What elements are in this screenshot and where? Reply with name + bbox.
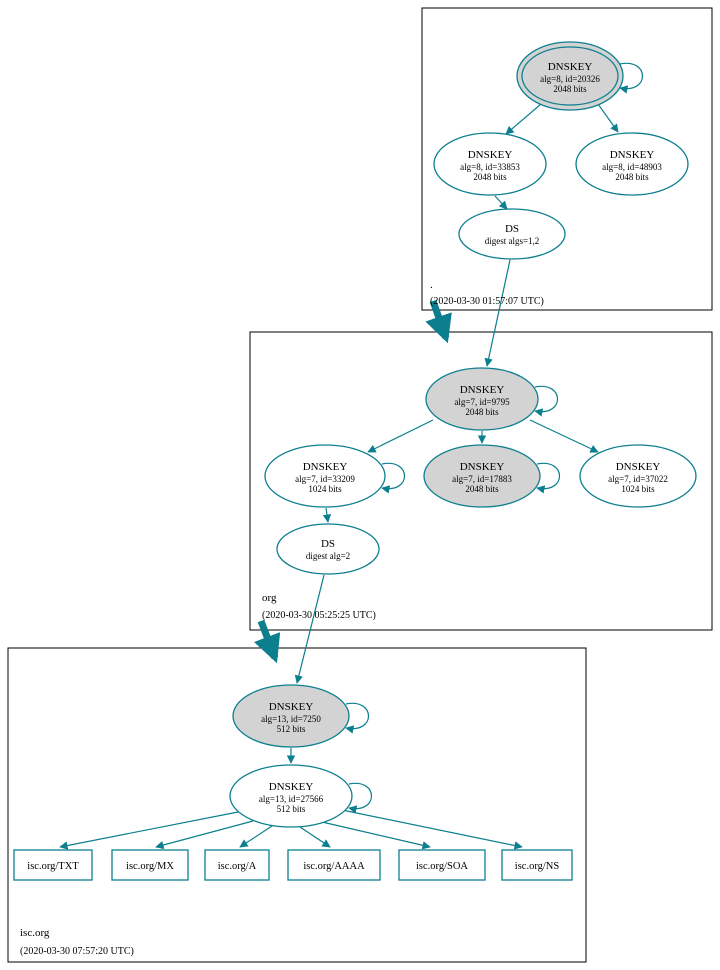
root-ksk-bits: 2048 bits (553, 84, 587, 94)
root-ksk-alg-id: alg=8, id=20326 (540, 74, 600, 84)
edge-org-key1-to-ds (322, 507, 332, 523)
dnskey-node-27566 (229, 764, 353, 828)
zone-timestamp-root: (2020-03-30 01:57:07 UTC) (430, 296, 544, 307)
self-loop-org-key2 (536, 462, 561, 494)
isc-zsk-bits: 512 bits (277, 804, 306, 814)
edge-isc-zsk-to-txt (59, 811, 239, 850)
self-loop-isc-ksk (345, 702, 370, 734)
root-ds-title: DS (505, 223, 519, 235)
rrset-isc-org-mx-label: isc.org/MX (126, 861, 174, 872)
org-key3-title: DNSKEY (616, 461, 661, 473)
dnskey-node-17883 (423, 444, 541, 508)
root-ds-digest: digest algs=1,2 (485, 236, 540, 246)
zone-box-org (249, 331, 713, 631)
edge-isc-zsk-to-soa (321, 821, 431, 850)
dnskey-node-37022 (579, 444, 697, 508)
org-key1-bits: 1024 bits (308, 484, 342, 494)
isc-ksk-title: DNSKEY (269, 701, 314, 713)
org-key2-bits: 2048 bits (465, 484, 499, 494)
dnskey-node-33853 (433, 132, 547, 196)
ds-node-org (458, 208, 566, 260)
root-zsk1-title: DNSKEY (468, 149, 513, 161)
edge-isc-zsk-to-ns (341, 809, 523, 850)
edge-isc-zsk-to-a (239, 825, 273, 848)
edge-root-ksk-to-zsk1 (505, 103, 542, 135)
delegation-arrow-root-to-org (425, 299, 452, 344)
org-key3-alg-id: alg=7, id=37022 (608, 474, 668, 484)
org-ksk-title: DNSKEY (460, 384, 505, 396)
isc-ksk-bits: 512 bits (277, 724, 306, 734)
rrset-isc-org-ns (501, 849, 573, 881)
org-ds-title: DS (321, 538, 335, 550)
dnskey-node-20326-inner-ring (521, 46, 619, 106)
rrset-isc-org-ns-label: isc.org/NS (515, 861, 560, 872)
isc-zsk-alg-id: alg=13, id=27566 (259, 794, 324, 804)
org-ksk-alg-id: alg=7, id=9795 (454, 397, 510, 407)
zone-box-isc-org (7, 647, 587, 963)
edge-root-zsk1-to-ds (494, 195, 508, 210)
zone-timestamp-org: (2020-03-30 05:25:25 UTC) (262, 610, 376, 621)
self-loop-root-ksk (619, 62, 644, 94)
root-zsk2-alg-id: alg=8, id=48903 (602, 162, 662, 172)
dnskey-node-48903 (575, 132, 689, 196)
dnskey-node-7250 (232, 684, 350, 748)
org-ksk-bits: 2048 bits (465, 407, 499, 417)
root-zsk2-title: DNSKEY (610, 149, 655, 161)
org-key1-title: DNSKEY (303, 461, 348, 473)
rrset-isc-org-aaaa (287, 849, 381, 881)
root-zsk2-bits: 2048 bits (615, 172, 649, 182)
rrset-isc-org-a-label: isc.org/A (218, 861, 257, 872)
org-key2-title: DNSKEY (460, 461, 505, 473)
isc-zsk-title: DNSKEY (269, 781, 314, 793)
zone-label-org: org (262, 592, 277, 604)
ds-node-isc-org (276, 523, 380, 575)
org-ds-digest: digest alg=2 (306, 551, 350, 561)
rrset-isc-org-mx (111, 849, 189, 881)
rrset-isc-org-aaaa-label: isc.org/AAAA (303, 861, 365, 872)
zone-timestamp-isc-org: (2020-03-30 07:57:20 UTC) (20, 946, 134, 957)
edge-org-ksk-to-key1 (367, 419, 434, 453)
org-key3-bits: 1024 bits (621, 484, 655, 494)
self-loop-isc-zsk (348, 782, 373, 814)
zone-box-root (421, 7, 713, 311)
edge-isc-zsk-to-aaaa (299, 826, 331, 848)
edge-root-ds-to-org-ksk (484, 259, 511, 367)
edge-org-ds-to-isc-ksk (294, 574, 325, 684)
root-zsk1-bits: 2048 bits (473, 172, 507, 182)
zone-label-root: . (430, 279, 433, 291)
dnskey-node-33209 (264, 444, 386, 508)
root-ksk-title: DNSKEY (548, 61, 593, 73)
rrset-isc-org-soa (398, 849, 486, 881)
rrset-isc-org-txt (13, 849, 93, 881)
delegation-arrow-org-to-isc (253, 619, 281, 664)
isc-ksk-alg-id: alg=13, id=7250 (261, 714, 321, 724)
rrset-isc-org-soa-label: isc.org/SOA (416, 861, 468, 872)
dnskey-node-9795 (425, 367, 539, 431)
rrset-isc-org-txt-label: isc.org/TXT (27, 861, 79, 872)
zone-label-isc-org: isc.org (20, 927, 50, 939)
root-zsk1-alg-id: alg=8, id=33853 (460, 162, 520, 172)
dnskey-node-20326 (516, 41, 624, 111)
rrset-isc-org-a (204, 849, 270, 881)
self-loop-org-ksk (534, 385, 559, 417)
edge-org-ksk-to-key3 (529, 419, 599, 453)
edge-root-ksk-to-zsk2 (597, 103, 619, 133)
org-key2-alg-id: alg=7, id=17883 (452, 474, 512, 484)
org-key1-alg-id: alg=7, id=33209 (295, 474, 355, 484)
self-loop-org-key1 (381, 462, 406, 494)
edge-isc-zsk-to-mx (155, 820, 254, 850)
